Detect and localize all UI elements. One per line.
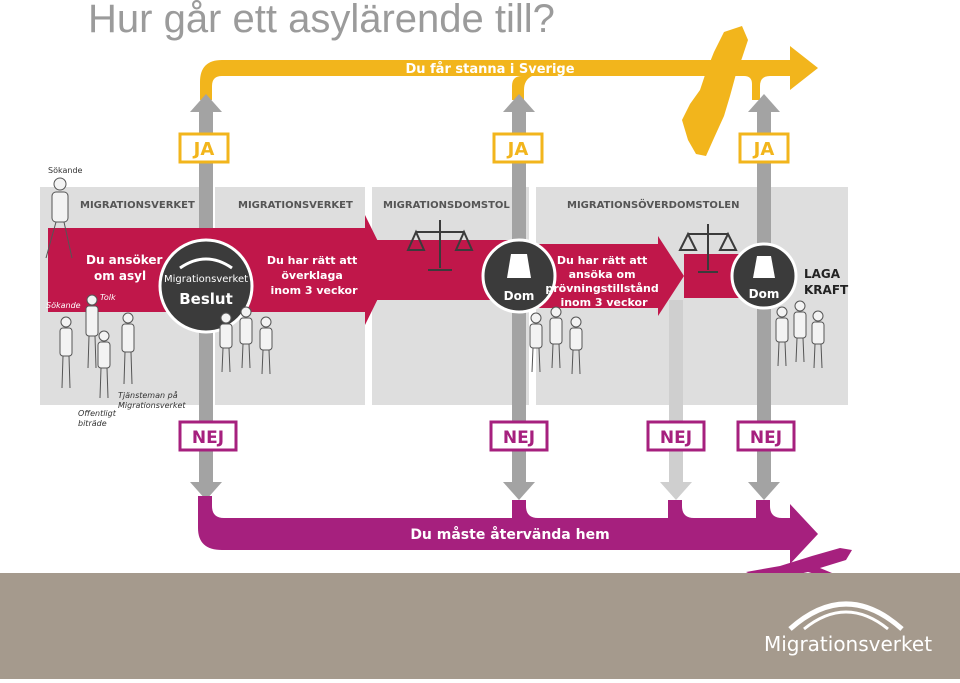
nej-badge-1: NEJ [178, 420, 238, 452]
label-tjansteman: Tjänsteman på Migrationsverket [118, 390, 186, 410]
arrow-down-3 [748, 482, 780, 500]
appeal2-line-1: Du har rätt att [557, 254, 647, 267]
ja-label-2: JA [506, 139, 529, 160]
arrow-down-2 [503, 482, 535, 500]
label-tjansteman-2: Migrationsverket [118, 401, 186, 410]
label-tjansteman-1: Tjänsteman på [118, 390, 178, 400]
appeal1-line-3: inom 3 veckor [270, 284, 358, 297]
apply-line-2: om asyl [94, 269, 146, 283]
top-bar-arrow [200, 46, 818, 100]
nej-badge-2: NEJ [489, 420, 549, 452]
arrow-up-2 [503, 94, 535, 112]
footer-band: Migrationsverket [0, 573, 960, 679]
bottom-join-2 [668, 500, 694, 518]
section-label-1: MIGRATIONSVERKET [80, 200, 195, 211]
footer-logo: Migrationsverket [764, 601, 932, 656]
apply-line-1: Du ansöker [86, 253, 163, 267]
nej-label-2: NEJ [503, 428, 535, 448]
bottom-join-1 [512, 500, 538, 518]
ja-label-3: JA [752, 139, 775, 160]
process-band-3 [520, 236, 684, 316]
sweden-map-icon [682, 26, 748, 156]
ja-badge-1: JA [178, 132, 230, 164]
label-tolk: Tolk [100, 293, 116, 302]
bottom-bar-arrow [198, 496, 818, 564]
label-sokande-mid: Sökande [46, 301, 81, 310]
nej-label-4: NEJ [750, 428, 782, 448]
footer-logo-arc-inner-icon [803, 610, 889, 631]
decision-circle [158, 238, 254, 334]
kraft-line: KRAFT [804, 283, 849, 297]
laga-kraft-text: LAGA KRAFT [804, 267, 849, 297]
person-group-2 [219, 306, 273, 375]
top-bar-label: Du får stanna i Sverige [405, 62, 574, 77]
label-offentligt: Offentligt biträde [78, 409, 118, 428]
laga-line: LAGA [804, 267, 841, 281]
top-bar-join [512, 76, 532, 100]
section-label-3: MIGRATIONSDOMSTOL [383, 200, 510, 211]
scales-icon-1 [406, 220, 474, 271]
nej-label-3: NEJ [660, 428, 692, 448]
arrow-down-1 [190, 482, 222, 500]
people-illustrations [45, 177, 825, 399]
ja-label-1: JA [192, 139, 215, 160]
label-offentligt-1: Offentligt [78, 409, 117, 418]
scales-icon-2 [678, 224, 738, 273]
footer-logo-text: Migrationsverket [764, 632, 932, 656]
section-label-2: MIGRATIONSVERKET [238, 200, 353, 211]
dom-label-2: Dom [749, 287, 780, 301]
dom-label-1: Dom [504, 289, 535, 303]
decision-label: Beslut [179, 290, 233, 308]
arrow-down-4 [660, 482, 692, 500]
person-sokande-walking [45, 177, 73, 259]
nej-label-1: NEJ [192, 428, 224, 448]
appeal1-text: Du har rätt att överklaga inom 3 veckor [267, 254, 361, 297]
appeal2-line-3: prövningstillstånd [545, 282, 658, 295]
decision-logo-text: Migrationsverket [164, 274, 248, 285]
bottom-join-3 [756, 500, 782, 518]
migrationsverket-logo-icon [179, 257, 233, 270]
ja-badge-3: JA [738, 132, 790, 164]
ja-badge-2: JA [492, 132, 544, 164]
person-group-3 [529, 306, 583, 375]
apply-text: Du ansöker om asyl [86, 253, 167, 283]
nej-badge-3: NEJ [646, 420, 706, 452]
appeal2-line-4: inom 3 veckor [560, 296, 648, 309]
crown-icon-1 [507, 254, 531, 278]
arrow-up-1 [190, 94, 222, 112]
arrow-up-3 [748, 94, 780, 112]
label-sokande-top: Sökande [48, 166, 83, 175]
appeal2-text: Du har rätt att ansöka om prövningstills… [545, 254, 662, 309]
appeal1-line-1: Du har rätt att [267, 254, 357, 267]
person-group-4 [775, 300, 825, 369]
appeal1-line-2: överklaga [281, 269, 342, 282]
section-label-4: MIGRATIONSÖVERDOMSTOLEN [567, 197, 740, 211]
footer-logo-arc-icon [788, 601, 904, 631]
page-title: Hur går ett asylärende till? [88, 0, 555, 41]
crown-icon-2 [753, 256, 775, 278]
person-group-1 [59, 294, 135, 399]
bottom-bar-label: Du måste återvända hem [410, 526, 609, 543]
label-offentligt-2: biträde [78, 419, 107, 428]
appeal2-line-2: ansöka om [569, 268, 636, 281]
nej-badge-4: NEJ [736, 420, 796, 452]
